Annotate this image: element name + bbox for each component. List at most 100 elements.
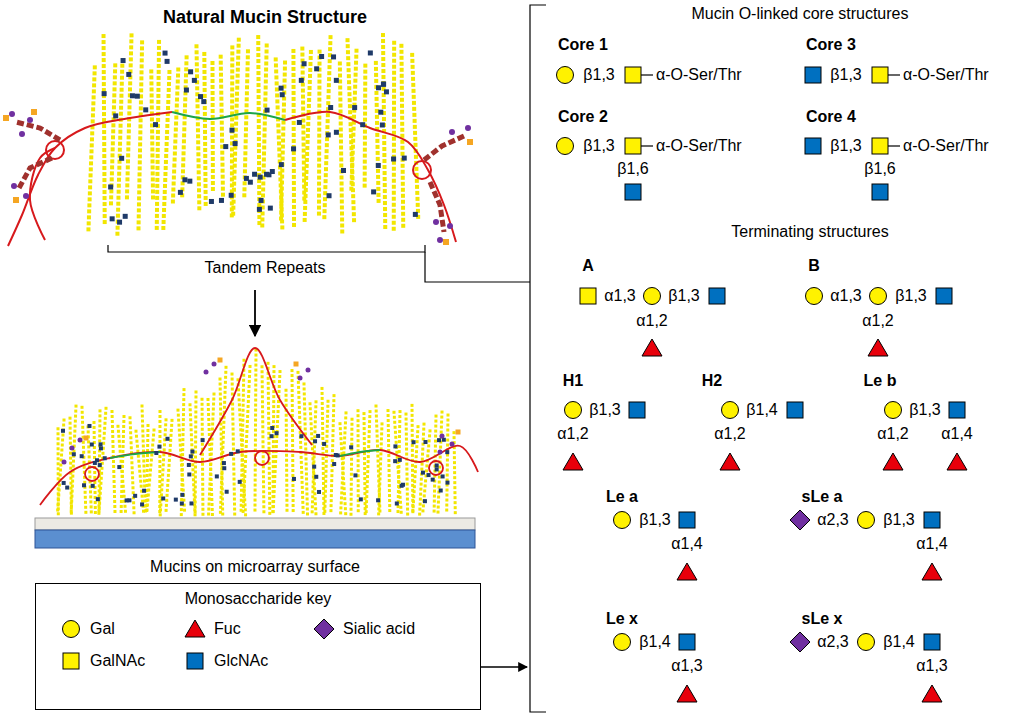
glycan-dot [267,402,270,405]
glycan-dot [184,79,188,83]
glycan-dot [81,416,84,419]
glycan-dot [138,470,141,473]
glycan-dot [267,382,270,385]
glycan-dot [178,429,181,432]
glycan-dot [203,76,207,80]
glycan-dot [219,506,222,509]
glycan-dot [151,183,155,187]
sialic-dot [9,111,15,117]
glycan-dot [363,148,367,152]
glycan-dot [191,463,194,466]
glycan-dot [111,415,114,418]
glycan-dot [61,444,64,447]
glycan-dot [149,69,153,73]
glycan-dot [89,500,92,503]
glycan-dot [194,400,197,403]
glycan-dot [276,105,280,109]
glycan-dot [234,122,238,126]
glycan-dot [203,130,207,134]
glycan-dot [272,500,275,503]
glycan-dot [121,465,124,468]
glycan-dot [71,480,74,483]
glycan-dot [128,81,132,85]
glycan-dot [328,47,332,51]
glycan-dot [392,53,396,57]
glycan-dot [392,215,396,219]
glycan-dot [246,415,249,418]
glycan-dot [278,375,281,378]
glycan-dot [219,501,222,504]
glycan-dot [381,45,385,49]
glycan-dot [128,99,132,103]
glycan-dot [238,408,241,411]
glycan-dot [201,418,204,421]
glycan-dot [63,419,66,422]
glycan-dot [412,113,416,117]
glycan-dot [392,185,396,189]
glycan-dot [93,65,97,69]
glycan-dot [102,64,106,68]
glycan-dot [158,460,161,463]
glycan-dot [243,151,247,155]
glycan-dot [81,421,84,424]
glycan-dot [415,191,419,195]
glcnac-dot [102,91,107,96]
glycan-dot [210,67,214,71]
glycan-dot [220,109,224,113]
glycan-dot [59,469,62,472]
glycan-dot [264,79,268,83]
glycan-dot [220,476,223,479]
glycan-dot [219,413,222,416]
glycan-dot [220,486,223,489]
glycan-dot [160,493,163,496]
glycan-dot [194,475,197,478]
glycan-dot [210,448,213,451]
glycan-dot [148,484,151,487]
glycan-dot [125,195,129,199]
glycan-dot [261,425,264,428]
glycan-dot [149,75,153,79]
glycan-dot [376,169,380,173]
glycan-dot [282,109,286,113]
glycan-dot [413,125,417,129]
glycan-dot [147,489,150,492]
glycan-dot [273,480,276,483]
glycan-dot [211,169,215,173]
glycan-dot [272,440,275,443]
glcnac-dot [381,82,386,87]
glycan-dot [93,431,96,434]
glycan-dot [83,461,86,464]
glycan-dot [257,203,261,207]
glycan-dot [230,123,234,127]
glycan-dot [243,480,246,483]
glycan-dot [234,116,238,120]
glycan-dot [257,137,261,141]
glycan-dot [232,448,235,451]
glycan-dot [124,510,127,513]
glycan-dot [277,405,280,408]
glycan-dot [264,91,268,95]
glycan-dot [273,490,276,493]
glycan-dot [57,512,60,515]
glycan-dot [301,119,305,123]
glycan-dot [235,98,239,102]
glycan-dot [292,181,296,185]
glycan-dot [156,106,160,110]
glycan-dot [376,145,380,149]
glycan-dot [131,476,134,479]
glycan-dot [272,510,275,513]
glcnac-dot [165,59,170,64]
glycan-dot [135,440,138,443]
glycan-dot [339,157,343,161]
glycan-dot [111,147,115,151]
glycan-dot [181,443,184,446]
glycan-dot [195,56,199,60]
glycan-dot [236,68,240,72]
glycan-dot [207,408,210,411]
glycan-dot [242,187,246,191]
glycan-dot [261,415,264,418]
glcnac-dot [135,94,140,99]
glycan-dot [257,95,261,99]
glycan-dot [392,167,396,171]
glycan-dot [241,414,244,417]
